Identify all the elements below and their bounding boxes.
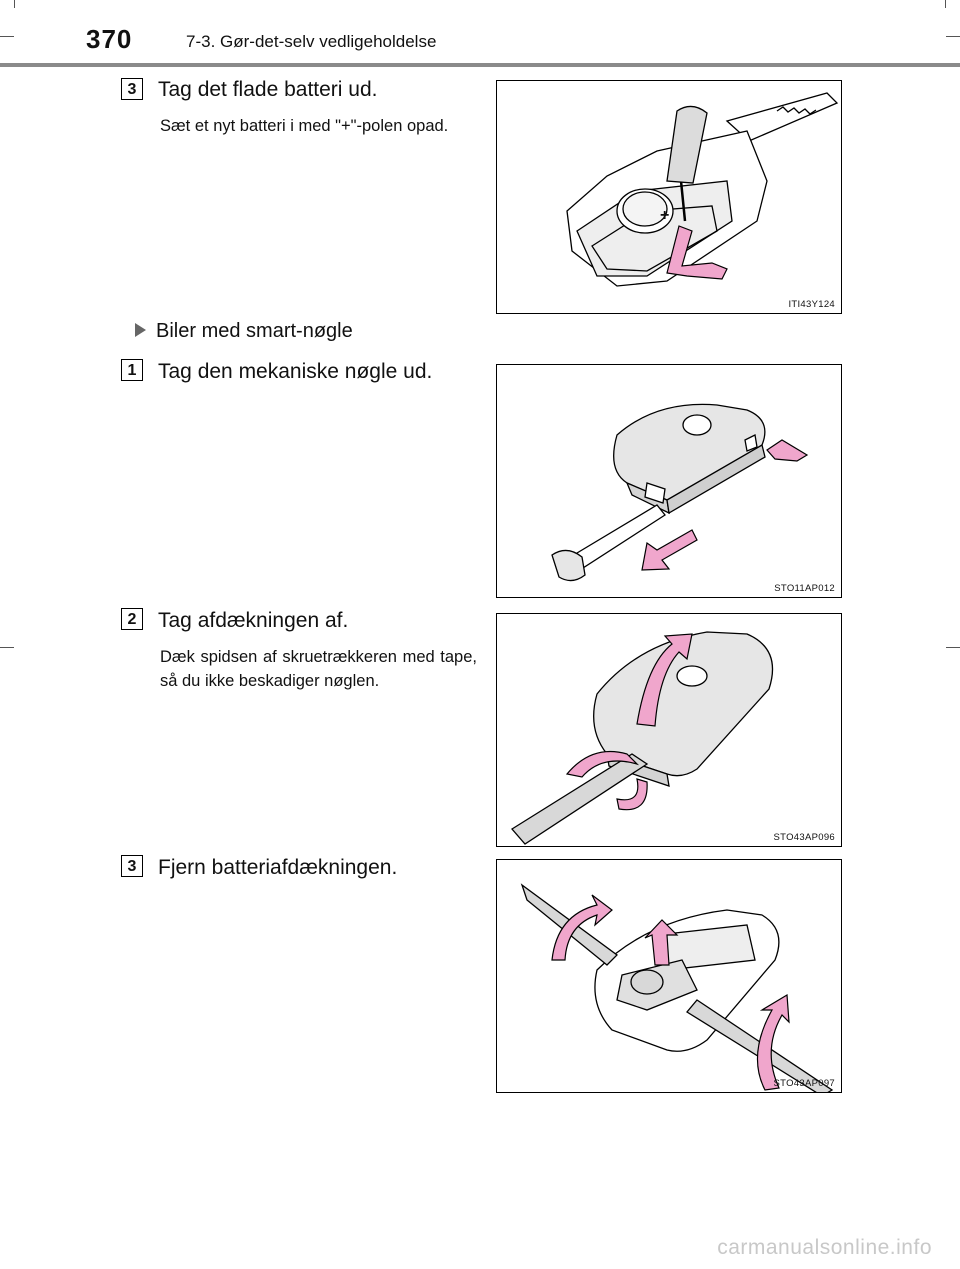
key-battery-illustration xyxy=(566,92,839,287)
step-heading: Tag den mekaniske nøgle ud. xyxy=(158,360,433,383)
step-number: 1 xyxy=(121,359,143,381)
section-title: 7-3. Gør-det-selv vedligeholdelse xyxy=(186,32,437,51)
crop-mark xyxy=(946,36,960,37)
figure-caption: STO43AP097 xyxy=(773,1078,835,1089)
figure-remove-battery: + ITI43Y124 xyxy=(496,80,842,314)
step-heading: Fjern batteriafdækningen. xyxy=(158,856,398,879)
step-note: Sæt et nyt batteri i med "+"-polen opad. xyxy=(160,117,449,135)
figure-caption: STO11AP012 xyxy=(774,583,835,594)
triangle-bullet-icon xyxy=(135,322,146,337)
crop-mark xyxy=(14,0,15,8)
step-number: 3 xyxy=(121,78,143,100)
arrow-icon xyxy=(644,919,679,966)
step-heading: Tag det flade batteri ud. xyxy=(158,78,378,101)
bullet-label: Biler med smart-nøgle xyxy=(156,320,353,342)
plus-sign: + xyxy=(660,207,670,224)
smart-key-pry-illustration xyxy=(511,631,774,845)
step-note: Dæk spidsen af skruetrækkeren med tape, … xyxy=(160,648,477,690)
smart-key-illustration xyxy=(551,403,809,582)
bullet-smart-key: Biler med smart-nøgle xyxy=(135,320,353,343)
step-heading: Tag afdækningen af. xyxy=(158,609,349,632)
arrow-icon xyxy=(766,439,809,462)
open-key-illustration xyxy=(520,883,834,1092)
figure-caption: STO43AP096 xyxy=(773,832,835,843)
watermark: carmanualsonline.info xyxy=(717,1236,932,1259)
header-rule xyxy=(0,63,960,67)
figure-remove-cover: STO43AP096 xyxy=(496,613,842,847)
page-number: 370 xyxy=(86,24,133,54)
arrow-icon xyxy=(551,894,613,961)
arrow-icon xyxy=(565,750,640,778)
arrow-icon xyxy=(641,529,698,571)
crop-mark xyxy=(946,647,960,648)
crop-mark xyxy=(0,36,14,37)
step-number: 2 xyxy=(121,608,143,630)
arrow-icon xyxy=(636,633,693,727)
figure-caption: ITI43Y124 xyxy=(788,299,835,310)
arrow-icon xyxy=(756,993,790,1091)
step-number: 3 xyxy=(121,855,143,877)
crop-mark xyxy=(0,647,14,648)
arrow-icon xyxy=(666,225,728,280)
figure-remove-mechanical-key: STO11AP012 xyxy=(496,364,842,598)
arrow-icon xyxy=(616,778,648,811)
figure-remove-battery-cover: STO43AP097 xyxy=(496,859,842,1093)
crop-mark xyxy=(945,0,946,8)
